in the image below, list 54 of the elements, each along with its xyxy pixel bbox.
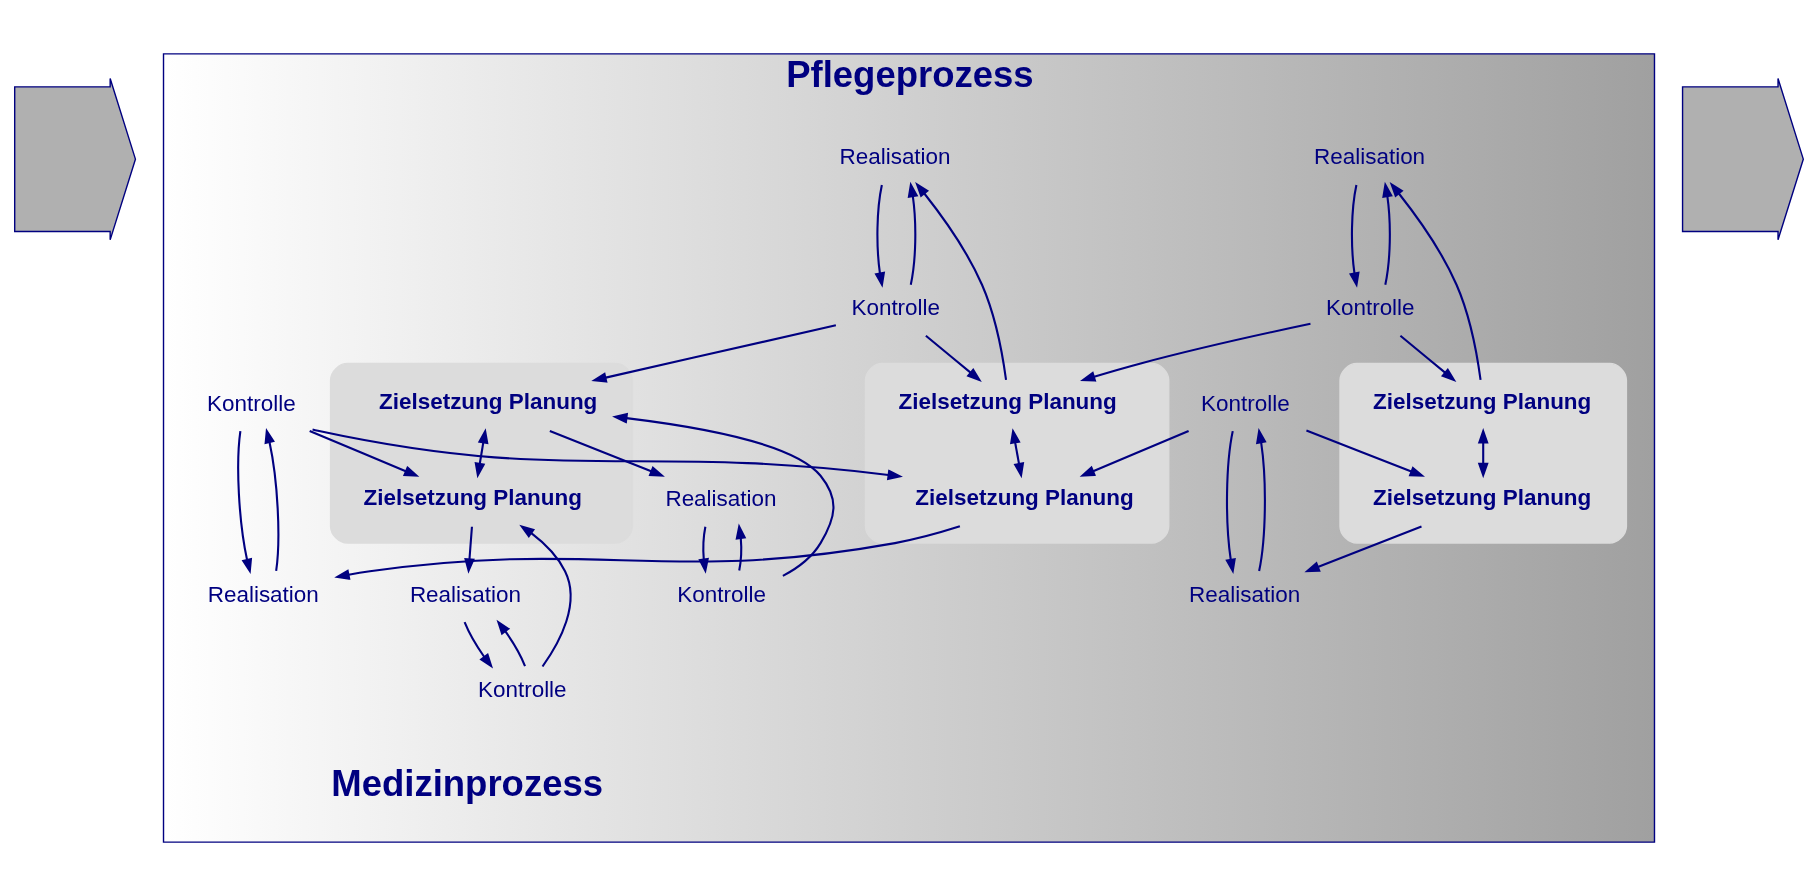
node-text: Kontrolle — [1325, 295, 1415, 321]
arrow — [1080, 322, 1311, 382]
arrow — [1255, 428, 1267, 572]
node-text: Realisation — [839, 144, 951, 170]
arrow — [549, 430, 665, 477]
arrow — [874, 184, 886, 288]
arrow — [1382, 181, 1393, 285]
node-text: Zielsetzung Planung — [379, 389, 598, 415]
arrow — [1304, 525, 1422, 573]
arrow — [519, 524, 572, 668]
node-text: Kontrolle — [851, 295, 941, 321]
arrow — [1079, 430, 1189, 477]
cluster — [1339, 362, 1628, 544]
node-text: Zielsetzung Planung — [363, 484, 582, 510]
cluster — [329, 362, 634, 544]
arrow — [474, 428, 489, 479]
arrow — [1009, 428, 1025, 479]
arrow — [612, 412, 835, 577]
arrow — [1349, 184, 1360, 288]
arrow — [463, 621, 494, 669]
node-text: Zielsetzung Planung — [1373, 389, 1592, 415]
node-text: Kontrolle — [1201, 390, 1290, 416]
node-text: Zielsetzung Planung — [915, 484, 1134, 510]
node-text: Kontrolle — [207, 390, 296, 416]
node-text: Realisation — [1314, 144, 1426, 170]
arrow — [1399, 335, 1457, 382]
node-text: Zielsetzung Planung — [1373, 484, 1592, 510]
arrow — [1389, 182, 1482, 381]
arrow — [334, 525, 961, 580]
arrow — [237, 431, 253, 575]
arrow — [925, 335, 982, 382]
node-text: Kontrolle — [677, 581, 766, 607]
node-text: Realisation — [665, 486, 777, 512]
arrow — [915, 182, 1008, 381]
cluster — [864, 362, 1170, 544]
node-text: Zielsetzung Planung — [898, 389, 1117, 415]
node-text: Realisation — [207, 581, 319, 607]
arrow — [1225, 430, 1236, 575]
arrow — [464, 526, 475, 574]
arrow — [312, 428, 903, 481]
arrow — [907, 181, 919, 285]
arrow — [1306, 429, 1425, 477]
arrow — [735, 523, 747, 571]
arrow — [1477, 428, 1489, 479]
arrow — [264, 428, 280, 572]
node-arrow — [1681, 77, 1805, 241]
node-arrow — [14, 77, 137, 241]
node-text: Realisation — [1189, 581, 1301, 607]
arrow — [591, 324, 837, 383]
arrow — [496, 619, 526, 667]
node-text: Kontrolle — [477, 677, 567, 703]
node-text: Realisation — [409, 581, 521, 607]
arrow — [309, 430, 420, 477]
arrow — [698, 526, 709, 574]
